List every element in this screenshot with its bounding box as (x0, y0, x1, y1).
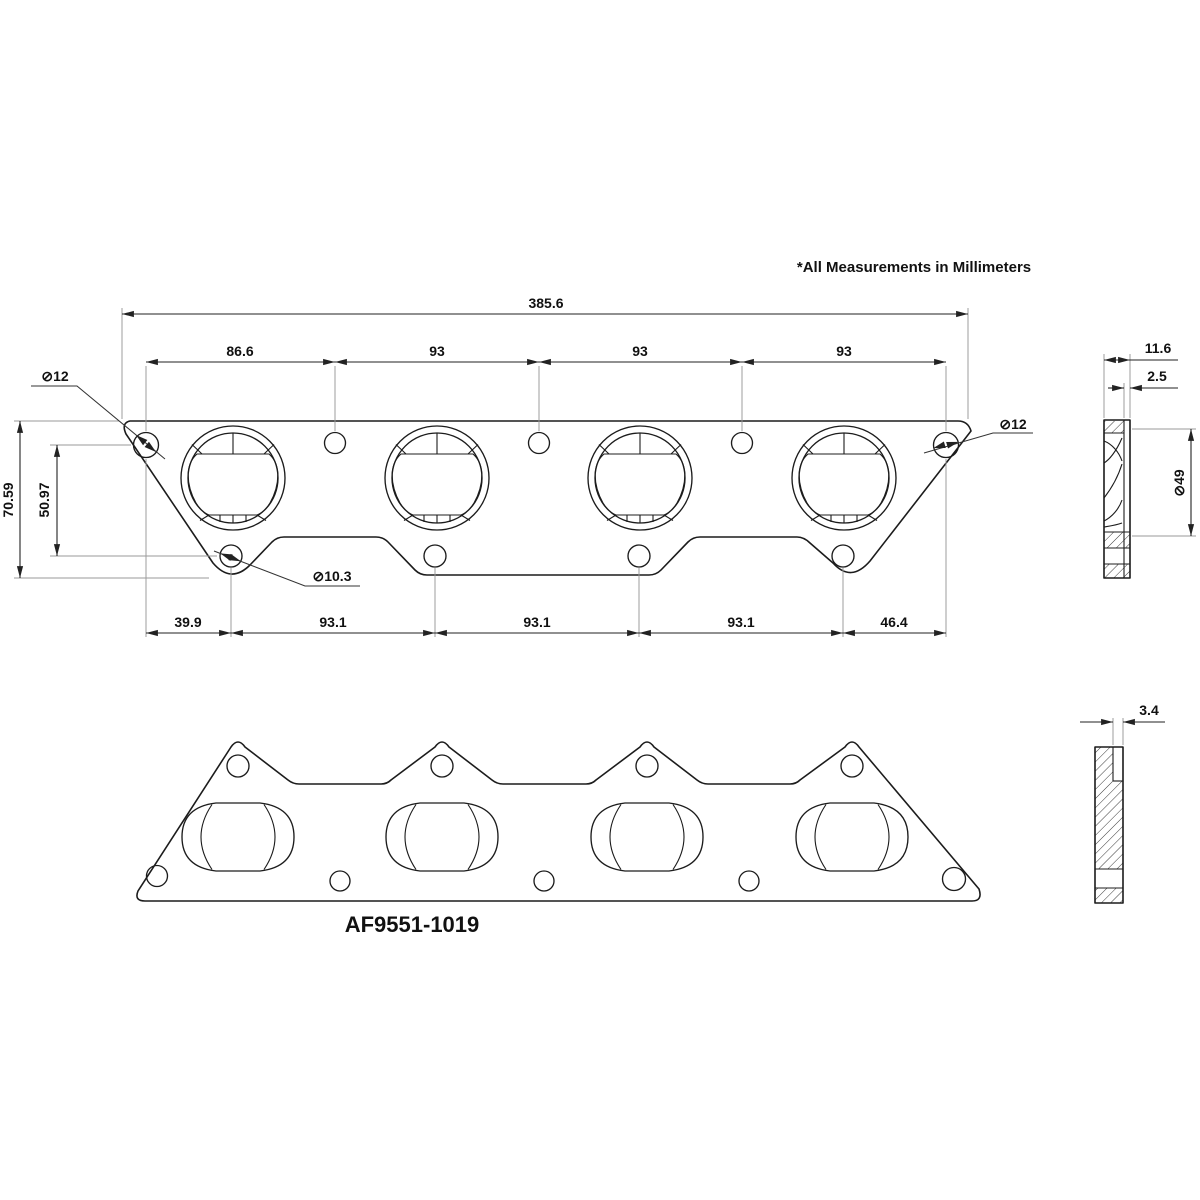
peak-bolt-hole-2 (430, 754, 454, 778)
peak-bolt-hole-1 (226, 754, 250, 778)
corner-bolt-hole-right-bottom (941, 866, 967, 892)
exhaust-port-4 (791, 425, 897, 531)
callout-lower-hole: ⊘10.3 (213, 550, 360, 587)
bottom-bolt-hole-3 (627, 544, 651, 568)
measurement-note: *All Measurements in Millimeters (797, 259, 1031, 276)
dim-bottom-spacing-4: 93.1 (727, 614, 754, 630)
bottom-view: AF9551-1019 (136, 741, 981, 937)
part-number: AF9551-1019 (345, 912, 480, 937)
lower-bolt-hole-1 (329, 870, 351, 892)
corner-bolt-hole-left (132, 431, 160, 459)
lower-bolt-hole-2 (533, 870, 555, 892)
section-body-lower (1094, 746, 1124, 904)
dim-corner-hole-dia-left: ⊘12 (41, 368, 69, 384)
dimensions-top-view: 385.6 86.6 93 93 93 39.9 93.1 93.1 93.1 … (0, 295, 1033, 637)
exhaust-port-3-bottom (590, 802, 704, 872)
top-bolt-hole-2 (527, 431, 551, 455)
dim-bottom-spacing-3: 93.1 (523, 614, 550, 630)
callout-corner-hole-left: ⊘12 (31, 368, 166, 460)
exhaust-port-3 (587, 425, 693, 531)
dim-corner-hole-offset: 50.97 (36, 482, 52, 517)
exhaust-port-1 (180, 425, 286, 531)
lower-bolt-hole-3 (738, 870, 760, 892)
top-bolt-hole-3 (730, 431, 754, 455)
corner-bolt-hole-left-bottom (145, 864, 169, 888)
gasket-outline-top-view (123, 420, 972, 576)
dim-lower-hole-dia: ⊘10.3 (313, 568, 352, 584)
dim-top-spacing-2: 93 (429, 343, 445, 359)
dim-top-spacing-1: 86.6 (226, 343, 253, 359)
dim-bottom-spacing-2: 93.1 (319, 614, 346, 630)
dim-lower-thickness: 3.4 (1139, 702, 1159, 718)
side-view-lower: 3.4 (1080, 702, 1165, 904)
peak-bolt-hole-3 (635, 754, 659, 778)
bottom-bolt-hole-2 (423, 544, 447, 568)
dim-port-diameter: ⊘49 (1171, 469, 1187, 497)
dim-corner-hole-dia-right: ⊘12 (999, 416, 1027, 432)
exhaust-port-4-bottom (795, 802, 909, 872)
dim-top-spacing-3: 93 (632, 343, 648, 359)
exhaust-port-2 (384, 425, 490, 531)
section-body-upper (1103, 419, 1131, 579)
dim-step-thickness: 2.5 (1147, 368, 1167, 384)
exhaust-port-1-bottom (181, 802, 295, 872)
dim-total-thickness: 11.6 (1145, 340, 1172, 356)
dim-bottom-spacing-5: 46.4 (880, 614, 907, 630)
dim-overall-height: 70.59 (0, 482, 16, 517)
peak-bolt-hole-4 (840, 754, 864, 778)
corner-bolt-hole-right (932, 431, 960, 459)
bottom-bolt-hole-4 (831, 544, 855, 568)
gasket-outline-bottom-view (136, 741, 981, 902)
dim-bottom-spacing-1: 39.9 (174, 614, 201, 630)
top-bolt-hole-1 (323, 431, 347, 455)
side-view-upper: 11.6 2.5 ⊘49 (1103, 340, 1196, 579)
dim-top-spacing-4: 93 (836, 343, 852, 359)
top-view (123, 420, 972, 576)
exhaust-port-2-bottom (385, 802, 499, 872)
section-bore-profile (1103, 437, 1123, 528)
callout-corner-hole-right: ⊘12 (923, 416, 1033, 454)
bottom-bolt-hole-1 (219, 544, 243, 568)
dim-overall-width: 385.6 (528, 295, 563, 311)
